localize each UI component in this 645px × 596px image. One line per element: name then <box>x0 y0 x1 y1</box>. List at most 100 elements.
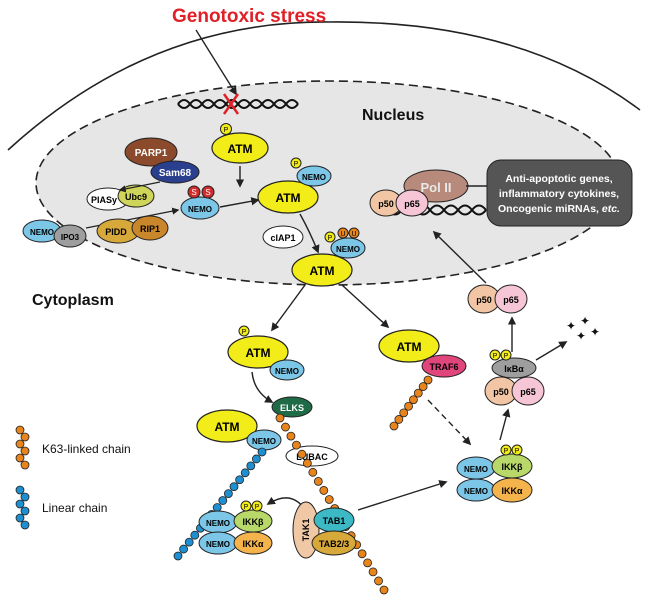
chain-bead <box>223 489 233 499</box>
p50-p65-free: p50 p65 <box>467 284 528 314</box>
tab23-label: TAB2/3 <box>319 539 349 549</box>
arrow-atm-to-elks <box>251 371 274 403</box>
atm-node-3: ATM NEMO U U P <box>291 227 366 287</box>
k63-chain-elks <box>275 413 389 595</box>
pidd-rip1-node: PIDD RIP1 <box>96 215 169 244</box>
ubiquitin-label: U <box>351 231 356 238</box>
nemo-label: NEMO <box>206 519 230 528</box>
arrow-ikk-to-ikba <box>499 408 511 441</box>
arrow-atm3-left <box>271 284 306 332</box>
gene-box-line-3-italic: etc. <box>602 203 620 215</box>
arrow-sam68-to-nemo <box>118 181 161 193</box>
phospho-label: P <box>328 235 333 242</box>
phospho-label: P <box>515 448 520 455</box>
ikka-label: IKKα <box>242 539 263 549</box>
chain-bead <box>399 408 409 418</box>
ubiquitin-label: U <box>340 231 345 238</box>
chain-bead <box>324 495 334 504</box>
arrow-atm2-to-atm3 <box>299 213 320 254</box>
chain-bead <box>246 461 256 471</box>
diagram-title: Genotoxic stress <box>172 6 326 27</box>
atm-label-elks: ATM <box>214 420 239 434</box>
chain-bead <box>423 375 433 385</box>
phospho-label: P <box>504 448 509 455</box>
ubc9-node: Ubc9 <box>117 184 155 208</box>
chain-bead <box>218 496 228 505</box>
chain-bead <box>297 449 307 459</box>
chain-bead <box>374 576 383 586</box>
nucleus-label: Nucleus <box>362 107 424 124</box>
p50-label: p50 <box>378 199 394 209</box>
chain-bead <box>173 551 183 561</box>
chain-bead <box>404 401 413 411</box>
lubac-node: LUBAC <box>285 445 339 467</box>
p65-label: p65 <box>520 387 536 397</box>
gene-box-line-3: Oncogenic miRNAs, etc. <box>498 203 620 215</box>
ciap1-node: cIAP1 <box>262 225 304 249</box>
degradation-fragments: ✦ ✦ ✦ ✦ <box>566 314 600 343</box>
arrow-traf6-to-ikk <box>427 399 472 446</box>
chain-bead <box>20 446 30 456</box>
atm-node-2: ATM NEMO P <box>257 157 332 214</box>
chain-bead <box>275 413 285 423</box>
chain-bead <box>229 482 239 492</box>
atm-label-1: ATM <box>227 142 252 156</box>
chain-bead <box>418 382 428 391</box>
chain-bead <box>413 388 423 398</box>
atm-nemo-cyto: ATM NEMO P <box>227 325 305 381</box>
ikkb-label: IKKβ <box>243 517 264 527</box>
chain-bead <box>389 421 399 431</box>
dna-break-mark <box>222 93 240 115</box>
phospho-label: P <box>244 504 249 511</box>
atm-node-1: ATM P <box>211 123 269 164</box>
rip1-label: RIP1 <box>140 224 160 234</box>
nemo-label: NEMO <box>252 437 276 446</box>
tab1-label: TAB1 <box>323 516 346 526</box>
chain-bead <box>184 537 194 547</box>
chain-bead <box>190 530 200 540</box>
chain-bead <box>257 447 267 457</box>
cell-membrane <box>7 21 641 151</box>
arrow-atm3-right <box>341 284 390 329</box>
chain-bead <box>15 485 25 495</box>
p65-label: p65 <box>404 199 420 209</box>
lubac-label: LUBAC <box>296 452 328 462</box>
chain-bead <box>379 585 389 595</box>
atm-label-cyto: ATM <box>245 346 270 360</box>
chain-bead <box>235 475 245 485</box>
chain-bead <box>251 454 261 464</box>
nemo-label: NEMO <box>464 465 488 474</box>
svg-text:✦: ✦ <box>576 329 586 343</box>
phospho-label: P <box>504 353 509 360</box>
cytoplasm-label: Cytoplasm <box>32 292 114 309</box>
nemo-label: NEMO <box>275 367 299 376</box>
chain-bead <box>302 458 312 468</box>
chain-bead <box>15 425 25 435</box>
arrow-ikba-degradation <box>535 341 568 361</box>
ikba-label: IκBα <box>504 364 524 374</box>
elks-label: ELKS <box>280 403 304 413</box>
parp1-label: PARP1 <box>135 148 168 159</box>
chain-bead <box>368 567 378 577</box>
dna-helix-top <box>177 99 299 109</box>
ikka-label: IKKα <box>501 486 522 496</box>
atm-elks-node: ATM NEMO ELKS <box>196 396 313 451</box>
phospho-label: P <box>294 161 299 168</box>
chain-bead <box>20 432 30 442</box>
arrow-p50p65-to-nucleus <box>432 230 487 284</box>
chain-bead <box>319 486 329 495</box>
atm-label-2: ATM <box>275 191 300 205</box>
p65-label: p65 <box>503 295 519 305</box>
nemo-ipo3-node: NEMO IPO3 <box>22 219 87 248</box>
atm-label-traf6: ATM <box>396 340 421 354</box>
tak1-label: TAK1 <box>301 519 311 542</box>
legend-linear-label: Linear chain <box>42 501 107 515</box>
k63-chain-traf6 <box>389 375 433 431</box>
piasy-label: PIASy <box>91 195 117 205</box>
chain-bead <box>313 476 323 486</box>
legend-k63-chain <box>15 425 30 470</box>
chain-bead <box>394 415 404 424</box>
chain-bead <box>363 558 372 568</box>
